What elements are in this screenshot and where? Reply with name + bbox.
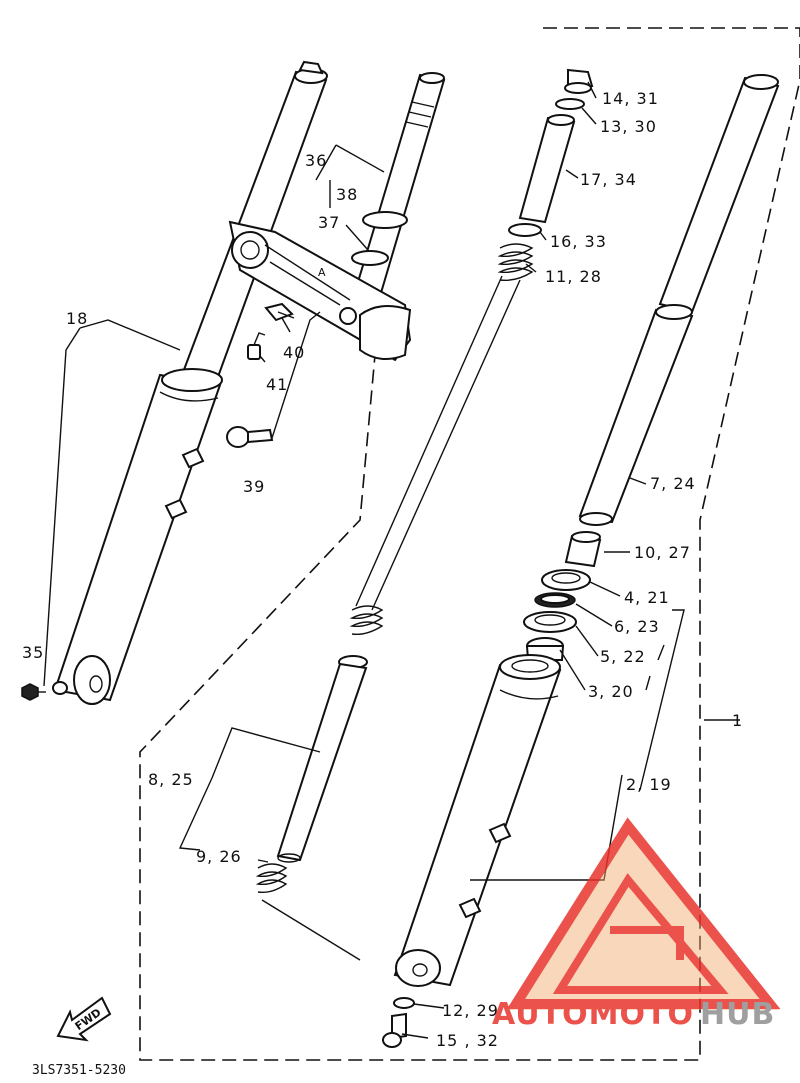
label-16-33: 16, 33 xyxy=(550,232,607,251)
label-7-24: 7, 24 xyxy=(650,474,696,493)
logo-text-red: AUTOMOTO xyxy=(492,997,694,1032)
fwd-arrow: FWD xyxy=(56,996,112,1042)
label-1: 1 xyxy=(732,711,743,730)
label-18: 18 xyxy=(66,309,88,328)
assembly-boundary xyxy=(139,27,800,1061)
leader-lines xyxy=(43,81,740,1039)
label-13-30: 13, 30 xyxy=(600,117,657,136)
label-2-19: 2, 19 xyxy=(626,775,672,794)
label-9-26: 9, 26 xyxy=(196,847,242,866)
label-14-31: 14, 31 xyxy=(602,89,659,108)
tag-a: A xyxy=(318,266,327,279)
label-4-21: 4, 21 xyxy=(624,588,670,607)
damper-spring-stack xyxy=(255,68,594,894)
label-36: 36 xyxy=(305,151,327,170)
outer-tube xyxy=(393,654,562,987)
label-5-22: 5, 22 xyxy=(600,647,646,666)
label-3-20: 3, 20 xyxy=(588,682,634,701)
document-code: 3LS7351-5230 xyxy=(32,1063,126,1078)
label-39: 39 xyxy=(243,477,265,496)
label-35: 35 xyxy=(22,643,44,662)
label-40: 40 xyxy=(283,343,305,362)
label-41: 41 xyxy=(266,375,288,394)
label-11-28: 11, 28 xyxy=(545,267,602,286)
drain-bolt xyxy=(382,997,415,1048)
label-17-34: 17, 34 xyxy=(580,170,637,189)
label-15-32: 15 , 32 xyxy=(436,1031,499,1050)
small-fasteners xyxy=(21,302,295,701)
label-8-25: 8, 25 xyxy=(148,770,194,789)
label-37: 37 xyxy=(318,213,340,232)
label-6-23: 6, 23 xyxy=(614,617,660,636)
label-12-29: 12, 29 xyxy=(442,1001,499,1020)
label-38: 38 xyxy=(336,185,358,204)
automotohub-logo: AUTOMOTO HUB xyxy=(492,817,781,1032)
part-labels: 14, 31 13, 30 17, 34 16, 33 11, 28 36 38… xyxy=(22,89,743,1050)
inner-tube-parts xyxy=(523,74,780,661)
logo-text-gray: HUB xyxy=(700,997,775,1032)
under-bracket-stem xyxy=(228,72,446,362)
label-10-27: 10, 27 xyxy=(634,543,691,562)
